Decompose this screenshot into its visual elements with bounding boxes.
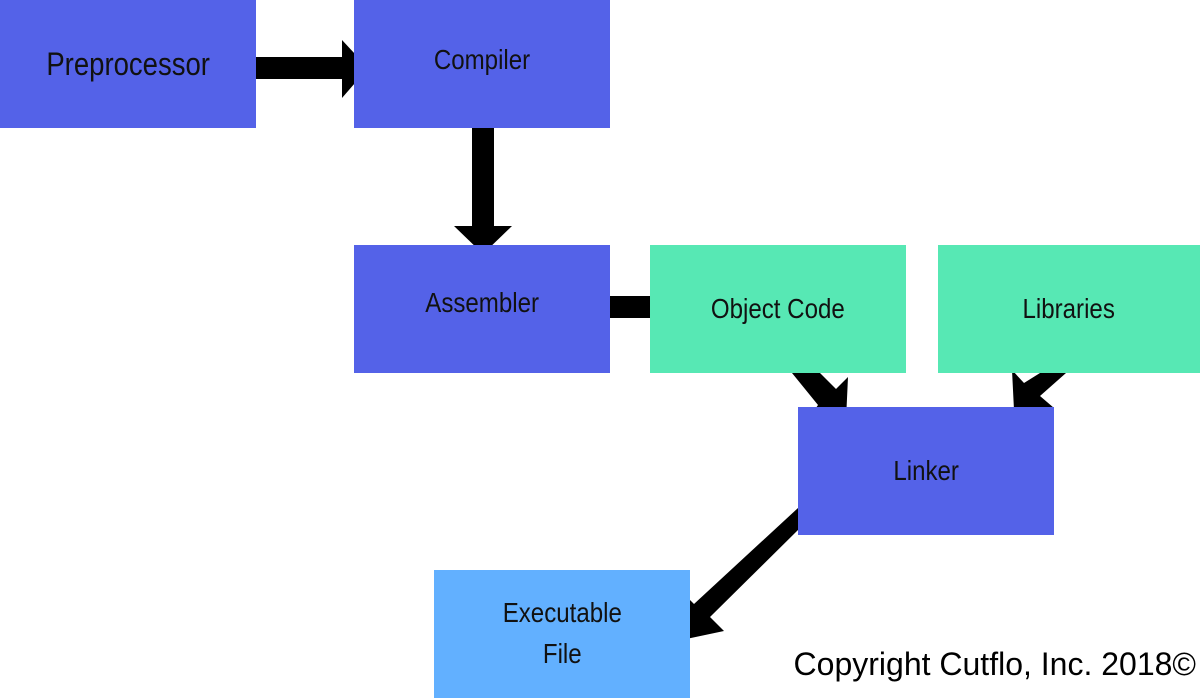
- executable-file-node: Executable File: [434, 570, 690, 698]
- object-code-label: Object Code: [711, 292, 845, 324]
- copyright-text: Copyright Cutflo, Inc. 2018©: [793, 646, 1196, 682]
- compiler-node: Compiler: [354, 0, 610, 128]
- arrow-linker-to-executable: [672, 508, 798, 642]
- assembler-label: Assembler: [425, 286, 539, 318]
- compiler-label: Compiler: [433, 43, 531, 75]
- arrow-compiler-to-assembler: [454, 128, 512, 254]
- linker-label: Linker: [893, 454, 959, 486]
- assembler-node: Assembler: [354, 245, 610, 373]
- libraries-label: Libraries: [1022, 292, 1116, 324]
- libraries-node: Libraries: [938, 245, 1200, 373]
- preprocessor-label: Preprocessor: [46, 45, 210, 82]
- executable-file-label: Executable File: [502, 597, 622, 669]
- arrow-libraries-to-linker: [1012, 370, 1066, 410]
- object-code-node: Object Code: [650, 245, 906, 373]
- preprocessor-node: Preprocessor: [0, 0, 256, 128]
- arrow-preprocessor-to-compiler: [256, 40, 368, 98]
- arrow-assembler-to-object-code: [610, 280, 668, 336]
- linker-node: Linker: [798, 407, 1054, 535]
